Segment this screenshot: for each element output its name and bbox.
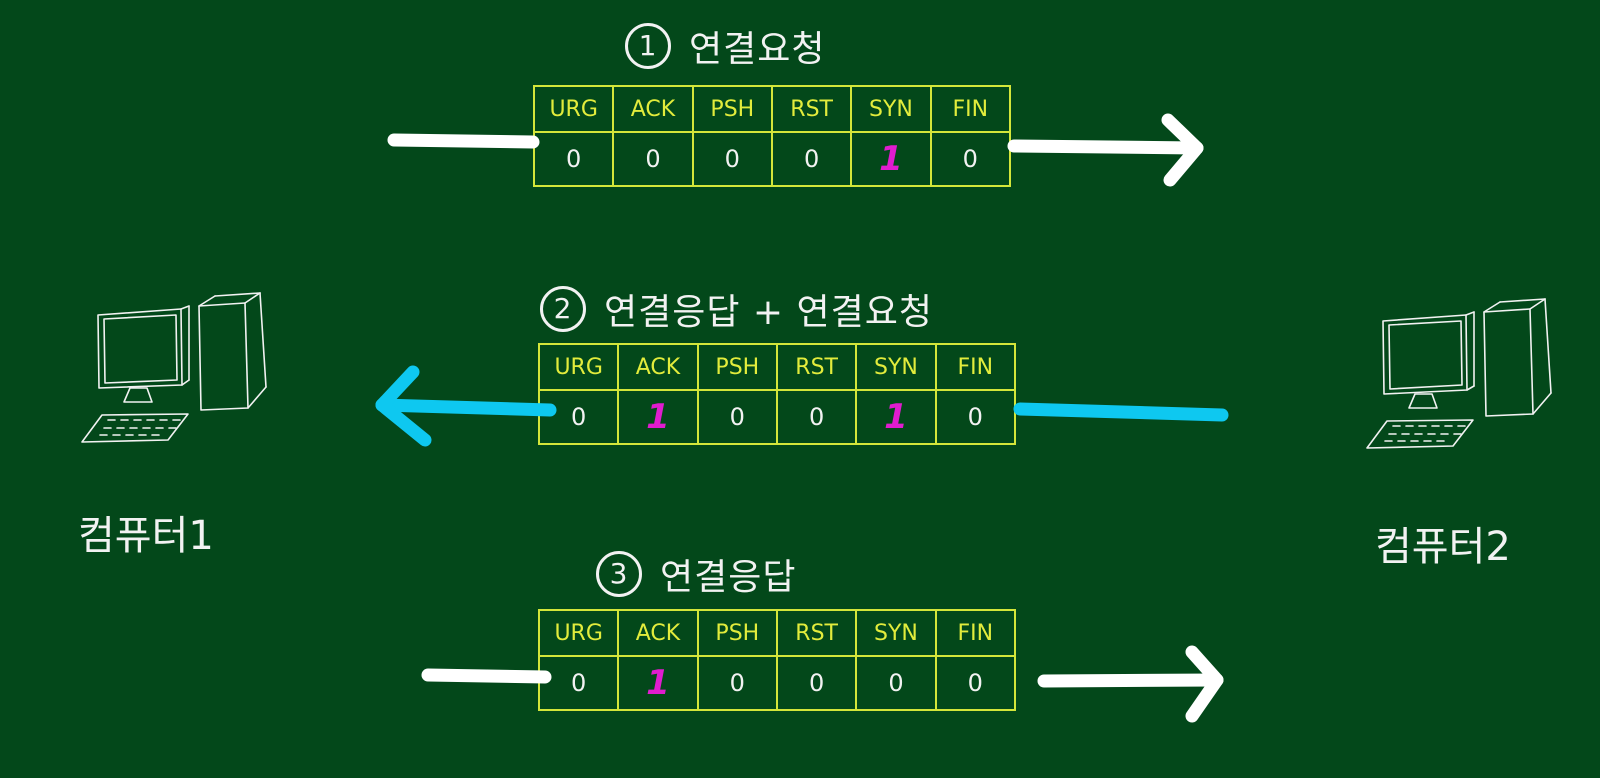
step-2-arrow-shaft	[375, 398, 557, 417]
step-1-title: 1 연결요청	[625, 20, 825, 72]
computer-2-label: 컴퓨터2	[1375, 524, 1511, 570]
flag-value-rst: 0	[770, 131, 853, 187]
flag-header-psh: PSH	[696, 609, 778, 657]
step-3-arrowhead	[1185, 645, 1224, 723]
flag-value-fin: 0	[934, 655, 1017, 711]
flag-value-psh: 0	[696, 389, 778, 445]
flag-value-fin: 0	[929, 131, 1012, 187]
step-1-number: 1	[625, 23, 671, 69]
flag-value-ack: 1	[617, 655, 699, 711]
flag-header-row: URG ACK PSH RST SYN FIN	[537, 609, 1017, 657]
flag-header-fin: FIN	[934, 343, 1017, 391]
flag-header-syn: SYN	[850, 85, 932, 133]
step-3-arrow-tail	[421, 668, 552, 684]
pc-tower-icon	[1483, 298, 1552, 417]
flag-value-ack: 0	[612, 131, 694, 187]
keyboard-icon	[81, 413, 189, 443]
step-1-arrow-shaft	[1007, 139, 1204, 155]
monitor-icon	[97, 305, 190, 389]
flag-header-fin: FIN	[934, 609, 1017, 657]
step-3-arrow	[421, 645, 1224, 723]
flag-value-row: 0 1 0 0 1 0	[537, 389, 1017, 445]
flag-header-syn: SYN	[855, 343, 937, 391]
step-3-arrow-shaft	[1037, 673, 1224, 688]
flag-header-row: URG ACK PSH RST SYN FIN	[537, 343, 1017, 391]
step-2-title: 2 연결응답 + 연결요청	[540, 283, 933, 335]
flag-value-syn: 1	[855, 389, 937, 445]
flag-header-psh: PSH	[696, 343, 778, 391]
step-2-flag-table: URG ACK PSH RST SYN FIN 0 1 0 0 1 0	[537, 343, 1017, 445]
flag-value-psh: 0	[696, 655, 778, 711]
flag-header-row: URG ACK PSH RST SYN FIN	[532, 85, 1012, 133]
step-1-flag-table: URG ACK PSH RST SYN FIN 0 0 0 0 1 0	[532, 85, 1012, 187]
step-2-arrow-tail	[1013, 402, 1229, 422]
flag-header-syn: SYN	[855, 609, 937, 657]
flag-header-urg: URG	[537, 609, 620, 657]
flag-value-row: 0 0 0 0 1 0	[532, 131, 1012, 187]
step-2-number: 2	[540, 286, 586, 332]
step-1-arrowhead	[1161, 113, 1204, 187]
flag-value-psh: 0	[691, 131, 773, 187]
step-3-title: 3 연결응답	[596, 548, 796, 600]
desktop-computer-icon	[81, 292, 267, 443]
step-1-label: 연결요청	[689, 29, 826, 70]
flag-header-rst: RST	[770, 85, 853, 133]
flag-header-ack: ACK	[612, 85, 694, 133]
step-1-arrow-tail	[387, 133, 540, 149]
desktop-computer-icon	[1366, 298, 1552, 449]
flag-header-urg: URG	[537, 343, 620, 391]
step-3-number: 3	[596, 551, 642, 597]
step-2-arrow	[375, 365, 1229, 447]
pc-tower-icon	[198, 292, 267, 411]
flag-value-urg: 0	[537, 389, 620, 445]
flag-value-row: 0 1 0 0 0 0	[537, 655, 1017, 711]
flag-header-ack: ACK	[617, 343, 699, 391]
flag-value-syn: 0	[855, 655, 937, 711]
flag-header-rst: RST	[775, 609, 858, 657]
keyboard-icon	[1366, 419, 1474, 449]
flag-value-rst: 0	[775, 655, 858, 711]
monitor-stand-icon	[1408, 393, 1438, 409]
computer-1-label: 컴퓨터1	[78, 513, 214, 559]
monitor-icon	[1382, 311, 1475, 395]
flag-header-urg: URG	[532, 85, 615, 133]
flag-value-ack: 1	[617, 389, 699, 445]
flag-value-rst: 0	[775, 389, 858, 445]
flag-header-psh: PSH	[691, 85, 773, 133]
monitor-stand-icon	[123, 387, 153, 403]
flag-value-urg: 0	[532, 131, 615, 187]
flag-value-fin: 0	[934, 389, 1017, 445]
step-1-arrow	[387, 113, 1204, 187]
step-2-arrowhead	[375, 365, 432, 447]
flag-header-fin: FIN	[929, 85, 1012, 133]
flag-value-syn: 1	[850, 131, 932, 187]
step-3-label: 연결응답	[660, 557, 797, 598]
step-3-flag-table: URG ACK PSH RST SYN FIN 0 1 0 0 0 0	[537, 609, 1017, 711]
flag-value-urg: 0	[537, 655, 620, 711]
flag-header-rst: RST	[775, 343, 858, 391]
flag-header-ack: ACK	[617, 609, 699, 657]
step-2-label: 연결응답 + 연결요청	[604, 292, 934, 333]
